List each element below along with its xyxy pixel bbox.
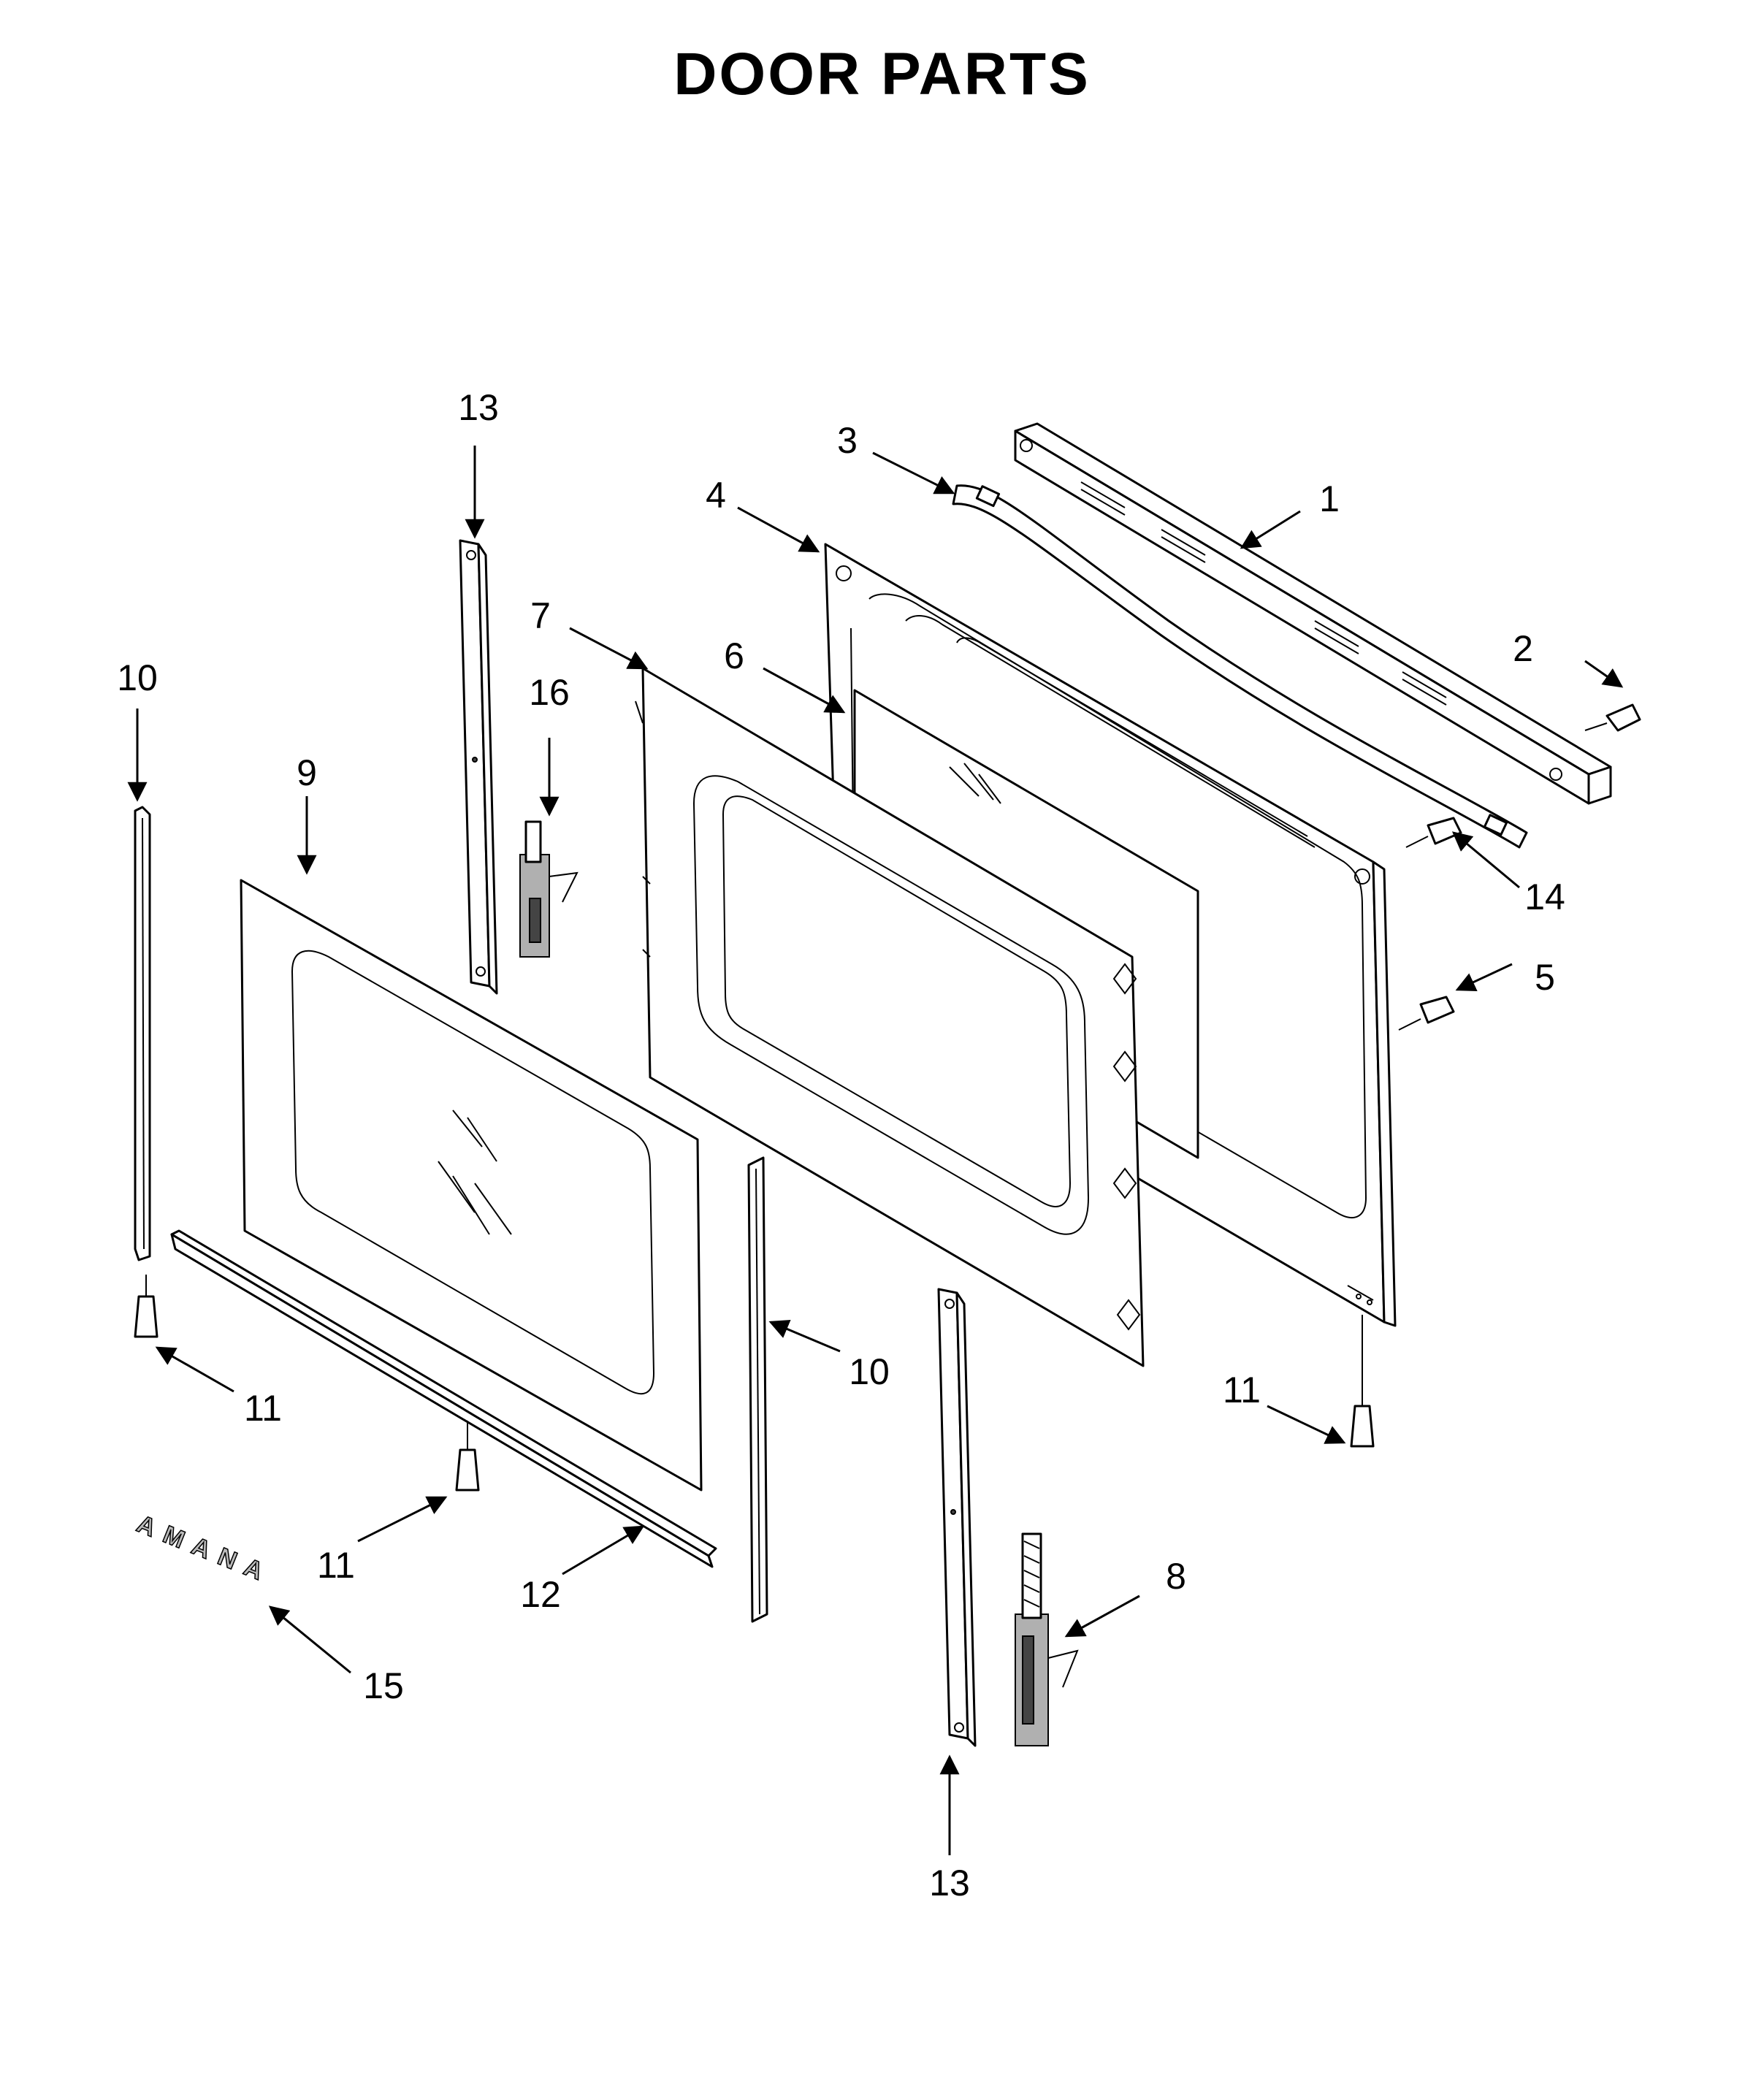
part-label-8: 8 [1166,1556,1186,1597]
part-label-16: 16 [529,672,570,713]
part-label-9: 9 [297,752,317,793]
part-label-12: 12 [520,1574,561,1615]
outer-glass-part [240,879,703,1492]
screw-part-11-left [134,1275,159,1338]
part-label-7: 7 [530,595,551,636]
door-hinge-part [1015,1532,1079,1746]
inner-door-panel-part [635,667,1145,1367]
door-handle-part [952,484,1528,849]
hinge-channel-top-part [459,539,498,995]
screw-part-2 [1584,703,1641,732]
part-label-10-right: 10 [849,1351,890,1392]
nameplate-logo: AMANA [133,1510,276,1589]
part-label-10-left: 10 [117,657,158,698]
part-label-14: 14 [1524,877,1565,917]
screw-part-11-center [455,1421,480,1492]
bottom-trim-part [170,1229,717,1568]
part-label-1: 1 [1319,478,1340,519]
part-label-6: 6 [724,635,744,676]
part-label-3: 3 [837,420,858,461]
screw-part-5 [1398,996,1455,1031]
screw-part-11-right [1350,1315,1375,1448]
part-label-15: 15 [363,1665,404,1706]
part-label-5: 5 [1535,957,1555,998]
part-label-11-center: 11 [317,1545,355,1586]
part-label-11-right: 11 [1223,1370,1261,1410]
hinge-channel-bottom-part [937,1288,977,1747]
vent-trim-part [1014,422,1612,805]
part-label-11-left: 11 [244,1388,282,1429]
nameplate-part: AMANA [132,1509,277,1589]
leader-arrows [127,446,1624,1855]
part-label-13-top: 13 [458,387,499,428]
screw-part-14 [1405,817,1462,848]
part-label-4: 4 [706,475,726,516]
part-number-labels: 1 2 3 4 5 6 7 8 9 10 10 11 11 11 12 13 1… [117,387,1565,1903]
page-title: DOOR PARTS [673,41,1091,107]
hinge-receiver-part [519,820,579,958]
part-label-13-bottom: 13 [929,1863,970,1903]
side-trim-right-part [747,1156,768,1623]
part-label-2: 2 [1513,628,1533,669]
side-trim-left-part [134,806,151,1261]
